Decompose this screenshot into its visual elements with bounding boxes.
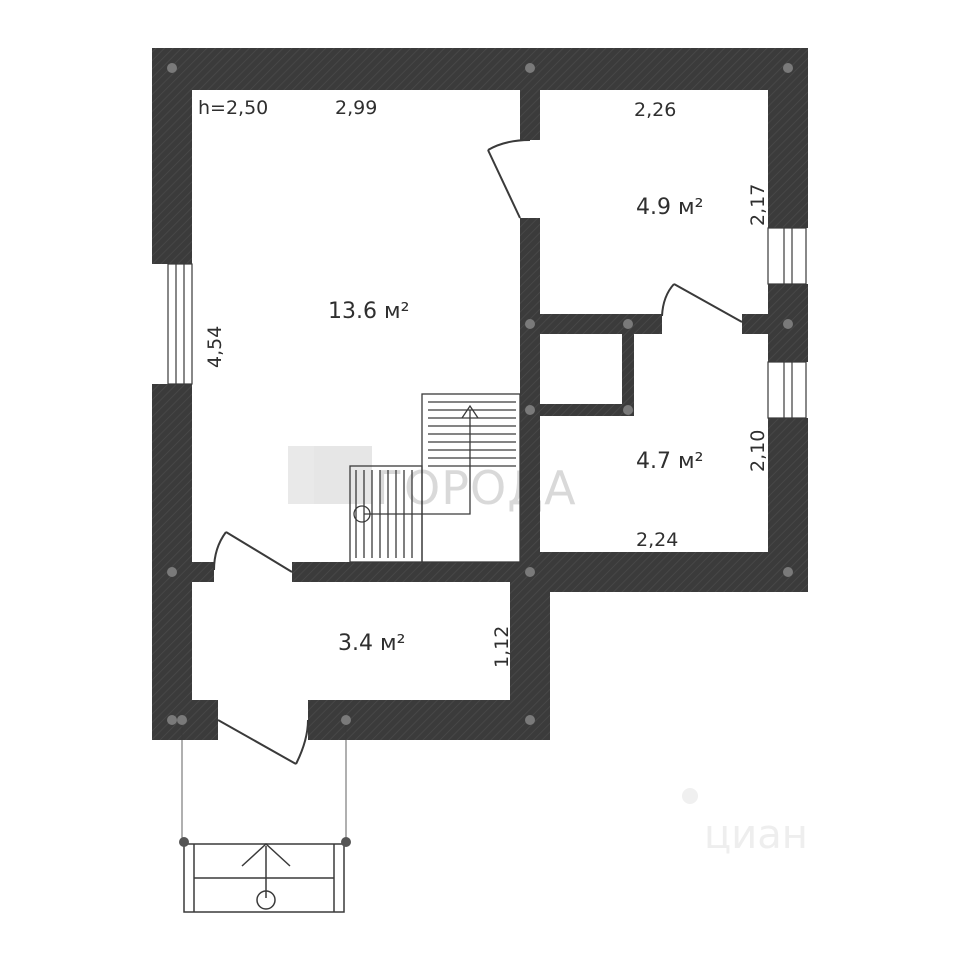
room-bottom-right-area-label: 4.7 м² <box>636 449 703 474</box>
staircase <box>349 393 521 563</box>
door-entrance <box>217 719 309 765</box>
window-right-bottom <box>767 361 807 419</box>
wall-left-upper <box>152 48 192 264</box>
door-top-right-room <box>487 139 531 219</box>
door-vestibule-inner <box>213 531 293 573</box>
room-top-right-height-label: 2,17 <box>747 184 769 226</box>
watermark-corner-text: циан <box>704 812 808 858</box>
watermark-logo: ГОРОДА <box>288 446 577 515</box>
wall-closet-bottom <box>540 404 634 416</box>
main-room-width-label: 2,99 <box>335 97 377 119</box>
wall-right-rooms-divider-left <box>540 314 662 334</box>
main-room-area-label: 13.6 м² <box>328 299 409 324</box>
room-bottom-right-height-label: 2,10 <box>747 430 769 472</box>
watermark-text: ГОРОДА <box>375 461 577 515</box>
main-room-height-label: 4,54 <box>204 326 226 368</box>
wall-right-rooms-divider-right <box>742 314 770 334</box>
wall-top <box>152 48 808 90</box>
ceiling-height-label: h=2,50 <box>198 97 268 119</box>
corner-markers <box>167 63 793 847</box>
room-top-right-width-label: 2,26 <box>634 99 676 121</box>
labels: h=2,50 2,99 4,54 13.6 м² 2,26 2,17 4.9 м… <box>198 97 769 668</box>
window-right-top <box>767 227 807 285</box>
wall-inner-vertical-top <box>520 90 540 140</box>
porch-steps <box>181 720 347 913</box>
wall-right-upper <box>768 48 808 228</box>
windows <box>167 227 807 419</box>
window-left <box>167 263 193 385</box>
doors <box>213 139 743 765</box>
vestibule-area-label: 3.4 м² <box>338 631 405 656</box>
room-bottom-right-width-label: 2,24 <box>636 529 678 551</box>
wall-mid-horizontal-left <box>152 562 214 582</box>
walls <box>152 48 808 740</box>
wall-inner-vertical <box>520 218 540 562</box>
door-right-rooms <box>661 283 743 323</box>
room-top-right-area-label: 4.9 м² <box>636 195 703 220</box>
vestibule-depth-label: 1,12 <box>491 626 513 668</box>
watermark-corner: циан <box>682 788 808 858</box>
wall-mid-horizontal-right <box>292 562 550 582</box>
wall-bottom-right <box>540 552 808 592</box>
wall-closet-right <box>622 334 634 412</box>
